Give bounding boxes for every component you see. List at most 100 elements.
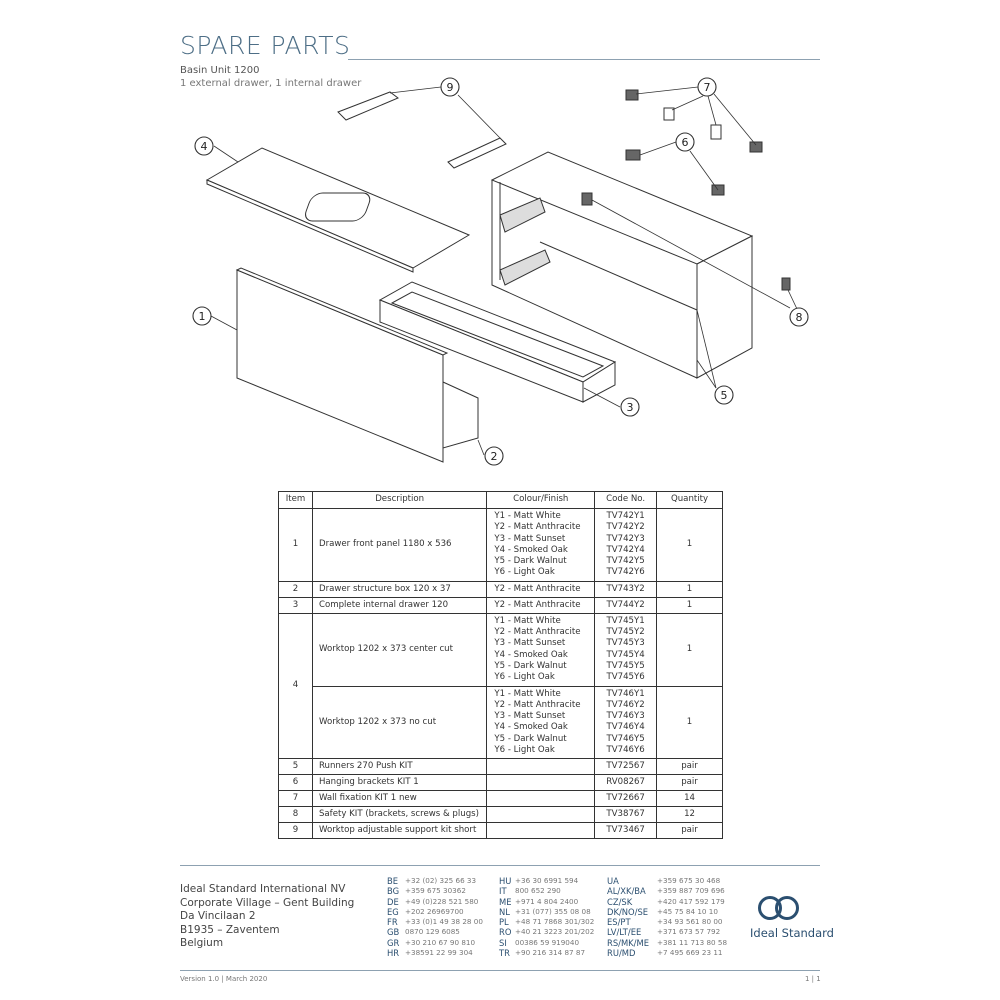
code-cell: TV744Y2 — [594, 596, 658, 614]
code-number: TV745Y4 — [606, 649, 645, 660]
callout-numbers: 1 2 3 4 5 6 7 8 9 — [199, 81, 803, 463]
phone-number: +30 210 67 90 810 — [405, 937, 476, 947]
country-code: LV/LT/EE — [607, 927, 642, 938]
item-cell: 6 — [278, 774, 313, 792]
colour-option: Y1 - Matt White — [494, 615, 561, 626]
code-number: TV38767 — [606, 809, 645, 820]
contact-entry: CZ/SK+420 417 592 179 — [607, 896, 725, 907]
country-code: IT — [499, 886, 507, 897]
country-code: CZ/SK — [607, 896, 633, 907]
phone-number: +7 495 669 23 11 — [657, 948, 723, 958]
country-code: UA — [607, 876, 619, 886]
code-cell: TV72667 — [594, 790, 658, 808]
brand-name: Ideal Standard — [750, 926, 834, 940]
colour-option: Y6 - Light Oak — [494, 567, 555, 578]
callout-1: 1 — [199, 310, 206, 323]
phone-number: +33 (0)1 49 38 28 00 — [405, 917, 483, 927]
description-cell: Wall fixation KIT 1 new — [311, 790, 488, 808]
code-number: TV746Y1 — [606, 688, 645, 699]
colour-option: Y4 - Smoked Oak — [494, 649, 568, 660]
part-4-worktop — [205, 147, 471, 273]
code-number: TV745Y1 — [606, 615, 645, 626]
colour-cell — [486, 790, 596, 808]
colour-option: Y1 - Matt White — [494, 688, 561, 699]
country-code: FR — [387, 917, 398, 928]
address-line: Da Vincilaan 2 — [180, 910, 256, 922]
colour-option: Y5 - Dark Walnut — [494, 556, 567, 567]
contact-entry: NL+31 (077) 355 08 08 — [499, 907, 610, 917]
exploded-view-diagram: 1 2 3 4 5 6 7 8 9 — [192, 77, 809, 466]
quantity-cell: pair — [656, 758, 723, 776]
phone-number: +90 216 314 87 87 — [515, 948, 586, 958]
phone-number: +31 (077) 355 08 08 — [515, 906, 591, 916]
colour-cell — [486, 822, 596, 840]
part-3-internal-drawer — [378, 281, 617, 403]
item-cell: 2 — [278, 580, 313, 598]
callout-9: 9 — [447, 81, 454, 94]
code-number: TV742Y3 — [606, 533, 645, 544]
colour-option: Y2 - Matt Anthracite — [494, 699, 581, 710]
callout-2: 2 — [491, 450, 498, 463]
description-cell: Worktop 1202 x 373 center cut — [311, 612, 488, 687]
quantity-cell: 1 — [656, 685, 723, 760]
callout-3: 3 — [627, 401, 634, 414]
phone-number: 00386 59 919040 — [515, 937, 580, 947]
contact-entry: AL/XK/BA +359 887 709 696 — [607, 886, 725, 897]
code-number: RV08267 — [606, 777, 645, 788]
country-code: TR — [499, 948, 510, 959]
code-number: TV746Y5 — [606, 733, 645, 744]
address-line: B1935 – Zaventem — [180, 923, 280, 936]
colour-cell: Y2 - Matt Anthracite — [486, 596, 596, 614]
phone-number: +359 887 709 696 — [657, 886, 725, 896]
quantity-cell: 1 — [656, 580, 723, 598]
country-code: AL/XK/BA — [607, 886, 646, 897]
country-code: DE — [387, 896, 399, 907]
part-1-front-panel — [235, 267, 479, 463]
address-line: Corporate Village – Gent Building — [180, 896, 355, 909]
colour-option: Y3 - Matt Sunset — [494, 711, 566, 722]
colour-option: Y4 - Smoked Oak — [494, 722, 568, 733]
bottom-divider — [180, 970, 820, 971]
ideal-standard-logo-icon — [758, 896, 799, 920]
phone-number: +36 30 6991 594 — [515, 876, 579, 885]
page-number: 1 | 1 — [805, 975, 821, 983]
country-code: HR — [387, 948, 400, 959]
description-cell: Drawer front panel 1180 x 536 — [311, 508, 488, 582]
title-divider — [348, 59, 820, 60]
phone-number: +45 75 84 10 10 — [657, 906, 718, 916]
description-cell: Complete internal drawer 120 — [311, 596, 488, 614]
quantity-cell: pair — [656, 822, 723, 840]
colour-cell — [486, 758, 596, 776]
contact-entry: EG+202 26969700 — [387, 907, 500, 917]
code-cell: TV72567 — [594, 758, 658, 776]
colour-option: Y3 - Matt Sunset — [494, 533, 566, 544]
country-code: SI — [499, 937, 507, 948]
colour-option: Y2 - Matt Anthracite — [494, 522, 581, 533]
callout-8: 8 — [796, 311, 803, 324]
contact-entry: GR+30 210 67 90 810 — [387, 938, 500, 948]
callout-circles — [192, 77, 809, 466]
colour-cell — [486, 806, 596, 824]
cabinet-carcass — [490, 151, 754, 379]
contact-entry: HU+36 30 6991 594 — [499, 876, 610, 886]
callout-leaders — [210, 86, 798, 456]
item-cell: 5 — [278, 758, 313, 776]
code-number: TV73467 — [606, 825, 645, 836]
code-number: TV742Y5 — [606, 556, 645, 567]
item-cell: 4 — [278, 612, 313, 760]
page-title: SPARE PARTS — [180, 31, 351, 60]
phone-number: +381 11 713 80 58 — [657, 937, 728, 947]
contact-entry: ES/PT+34 93 561 80 00 — [607, 917, 722, 927]
